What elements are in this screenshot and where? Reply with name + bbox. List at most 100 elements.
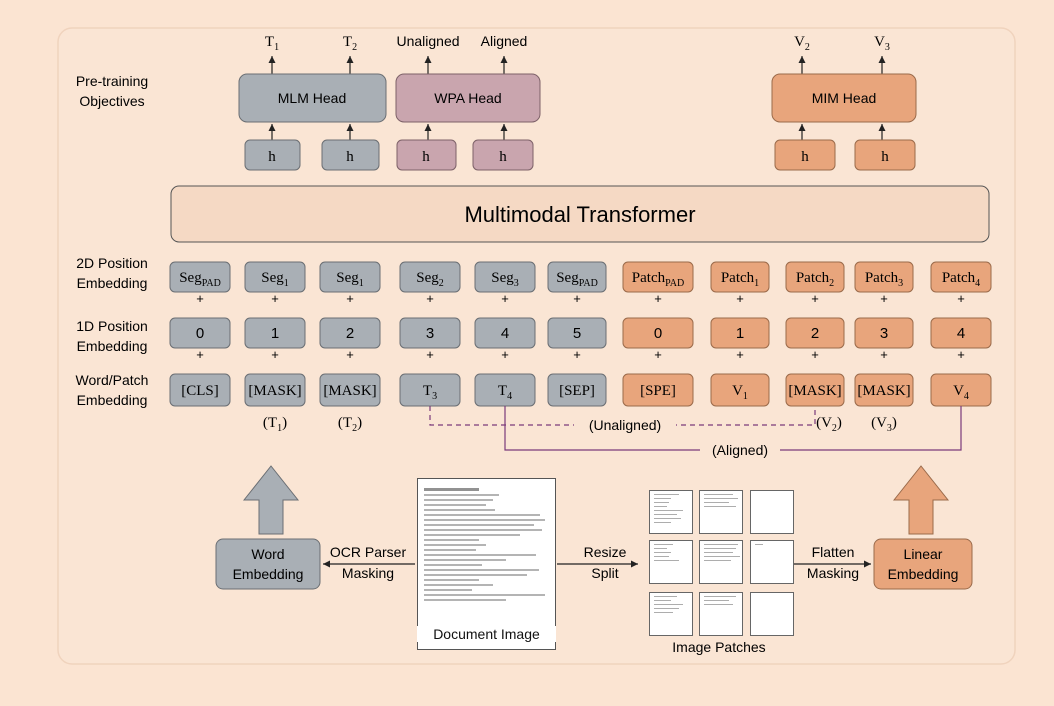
segment-embedding-box [547, 261, 607, 293]
hidden-state-label: h [499, 149, 507, 165]
plus-sign: + [736, 291, 744, 306]
plus-sign: + [196, 347, 204, 362]
plus-sign: + [957, 347, 965, 362]
plus-sign: + [736, 347, 744, 362]
hidden-state-box [854, 139, 916, 171]
position-1d-embedding-label: 0 [196, 325, 204, 342]
plus-sign: + [501, 347, 509, 362]
position-1d-embedding-box [710, 317, 770, 349]
word-token-label: T3 [423, 383, 437, 402]
segment-embedding-box [399, 261, 461, 293]
image-patch [750, 540, 794, 584]
output-v2: V2 [794, 34, 810, 53]
flatten-label-line2: Masking [807, 565, 859, 581]
patch-token-label: [SPE] [640, 383, 676, 399]
position-1d-embedding-box [930, 317, 992, 349]
image-patches-label: Image Patches [672, 639, 765, 655]
patch-token-box [622, 373, 694, 407]
image-patch [699, 490, 743, 534]
position-1d-embedding-label: 2 [811, 325, 819, 342]
hidden-state-box [244, 139, 301, 171]
word-token-box [319, 373, 381, 407]
position-1d-embedding-box [244, 317, 306, 349]
document-image [417, 478, 556, 650]
patch-position-embedding-box [622, 261, 694, 293]
patch-position-embedding-label: Patch2 [796, 270, 834, 289]
image-patch [699, 592, 743, 636]
mim-head [771, 73, 917, 123]
image-patch [649, 490, 693, 534]
mim-head-label: MIM Head [812, 90, 877, 106]
position-1d-embedding-box [622, 317, 694, 349]
word-token-label: [MASK] [323, 383, 376, 399]
wpa-head [395, 73, 541, 123]
patch-position-embedding-label: Patch1 [721, 270, 759, 289]
flatten-label-line1: Flatten [812, 544, 855, 560]
aligned-link-label: (Aligned) [712, 442, 768, 458]
position-1d-embedding-label: 4 [957, 325, 965, 342]
patch-token-label: V4 [953, 383, 969, 402]
plus-sign: + [426, 291, 434, 306]
patch-position-embedding-box [854, 261, 914, 293]
segment-embedding-label: SegPAD [556, 270, 598, 289]
patch-token-label: V1 [732, 383, 748, 402]
output-t1: T1 [265, 34, 279, 53]
image-patch [649, 540, 693, 584]
wordpatch-label-line2: Embedding [77, 392, 148, 408]
masked-target-label: (V2) [816, 415, 842, 434]
output-aligned: Aligned [481, 33, 528, 49]
segment-embedding-box [474, 261, 536, 293]
output-unaligned: Unaligned [396, 33, 459, 49]
plus-sign: + [426, 347, 434, 362]
mlm-head [238, 73, 387, 123]
word-token-box [244, 373, 306, 407]
plus-sign: + [880, 347, 888, 362]
pretraining-label-line1: Pre-training [76, 73, 148, 89]
word-embedding-line1: Word [251, 546, 284, 562]
hidden-state-box [774, 139, 836, 171]
pos1d-label-line1: 1D Position [76, 318, 148, 334]
segment-embedding-label: SegPAD [179, 270, 221, 289]
image-patch [699, 540, 743, 584]
aligned-label-bg [700, 441, 780, 459]
position-1d-embedding-label: 3 [880, 325, 888, 342]
patch-position-embedding-box [930, 261, 992, 293]
linear-embedding-box [873, 538, 973, 590]
resize-label-line2: Split [591, 565, 618, 581]
hidden-state-label: h [346, 149, 354, 165]
plus-sign: + [573, 291, 581, 306]
hidden-state-label: h [801, 149, 809, 165]
patch-position-embedding-box [785, 261, 845, 293]
document-image-label: Document Image [417, 626, 556, 642]
plus-sign: + [346, 291, 354, 306]
position-1d-embedding-box [169, 317, 231, 349]
ocr-label-line2: Masking [342, 565, 394, 581]
patch-token-box [785, 373, 845, 407]
masked-target-label: (T1) [263, 415, 287, 434]
pos2d-label-line1: 2D Position [76, 255, 148, 271]
plus-sign: + [196, 291, 204, 306]
pretraining-label-line2: Objectives [79, 93, 144, 109]
linear-embedding-line2: Embedding [888, 566, 959, 582]
plus-sign: + [880, 291, 888, 306]
output-v3: V3 [874, 34, 890, 53]
output-t2: T2 [343, 34, 357, 53]
unaligned-link-label: (Unaligned) [589, 417, 661, 433]
word-token-label: [CLS] [181, 383, 219, 399]
plus-sign: + [654, 347, 662, 362]
image-patch [649, 592, 693, 636]
plus-sign: + [271, 291, 279, 306]
patch-position-embedding-box [710, 261, 770, 293]
masked-target-label: (T2) [338, 415, 362, 434]
plus-sign: + [654, 291, 662, 306]
segment-embedding-box [169, 261, 231, 293]
position-1d-embedding-label: 4 [501, 325, 509, 342]
multimodal-transformer [170, 185, 990, 243]
mlm-head-label: MLM Head [278, 90, 346, 106]
word-embedding-box [215, 538, 321, 590]
position-1d-embedding-label: 1 [271, 325, 279, 342]
patch-position-embedding-label: Patch4 [942, 270, 980, 289]
segment-embedding-label: Seg2 [416, 270, 444, 289]
image-patch [750, 592, 794, 636]
